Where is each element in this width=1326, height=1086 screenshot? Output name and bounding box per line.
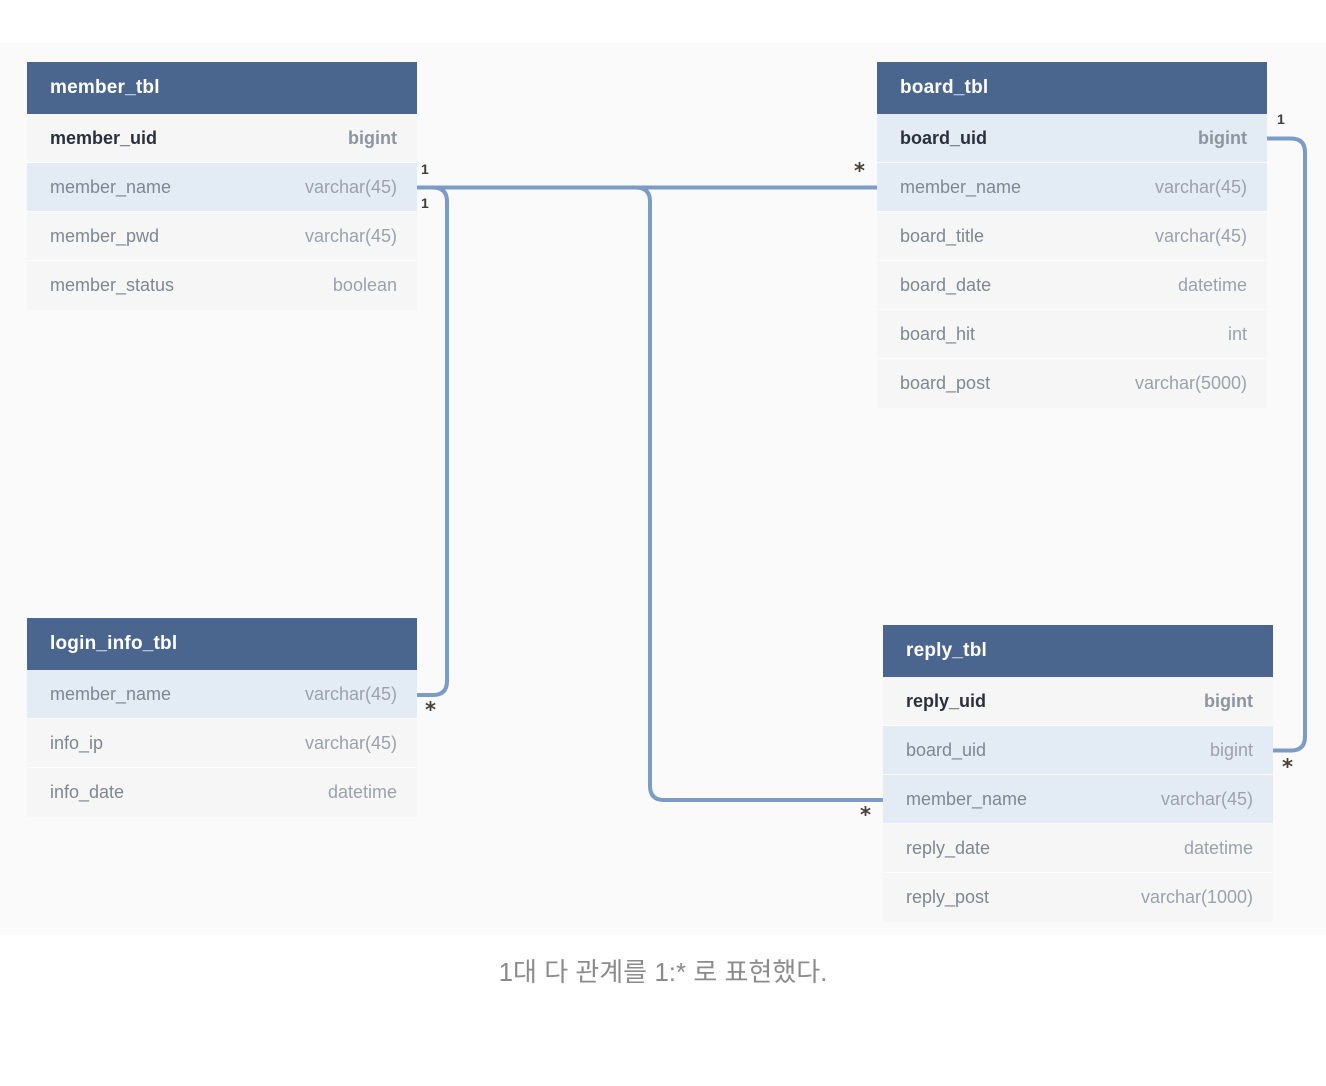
- column-name: info_ip: [50, 732, 104, 753]
- column-type: varchar(45): [304, 225, 397, 246]
- table-row: info_date datetime: [27, 768, 417, 817]
- table-reply-tbl: reply_tbl reply_uid bigint board_uid big…: [883, 625, 1273, 922]
- table-row: reply_post varchar(1000): [883, 873, 1273, 922]
- column-type: datetime: [1177, 274, 1247, 295]
- column-type: varchar(1000): [1140, 887, 1253, 907]
- column-name: member_status: [50, 275, 175, 295]
- table-row: board_title varchar(45): [877, 212, 1267, 261]
- column-name: info_date: [50, 782, 125, 802]
- column-name: board_uid: [906, 739, 987, 760]
- table-row: reply_date datetime: [883, 824, 1273, 873]
- table-title: login_info_tbl: [27, 618, 417, 670]
- table-login-info-tbl: login_info_tbl member_name varchar(45) i…: [27, 618, 417, 817]
- column-name: member_name: [906, 788, 1028, 809]
- column-type: varchar(45): [1154, 225, 1247, 246]
- table-row: member_name varchar(45): [27, 670, 417, 719]
- caption: 1대 다 관계를 1:* 로 표현했다.: [498, 957, 828, 987]
- cardinality-label-one: 1: [1277, 111, 1285, 127]
- table-row: board_uid bigint: [877, 114, 1267, 163]
- column-name: member_pwd: [50, 225, 160, 246]
- column-type: bigint: [348, 127, 397, 148]
- table-row: board_uid bigint: [883, 726, 1273, 775]
- table-row: member_name varchar(45): [883, 775, 1273, 824]
- table-row: member_uid bigint: [27, 114, 417, 163]
- table-row: reply_uid bigint: [883, 677, 1273, 726]
- table-row: member_name varchar(45): [27, 163, 417, 212]
- column-type: varchar(45): [304, 732, 397, 753]
- column-type: datetime: [1183, 837, 1253, 858]
- column-name: member_name: [900, 176, 1022, 197]
- column-name: board_post: [900, 373, 991, 393]
- column-name: board_uid: [900, 127, 988, 148]
- table-title: member_tbl: [27, 62, 417, 114]
- table-row: board_date datetime: [877, 261, 1267, 310]
- cardinality-label-one: 1: [421, 161, 429, 177]
- column-name: board_title: [900, 225, 985, 246]
- column-type: varchar(45): [304, 176, 397, 197]
- column-type: varchar(45): [304, 683, 397, 704]
- column-type: varchar(45): [1160, 788, 1253, 809]
- column-name: member_name: [50, 683, 172, 704]
- table-row: member_status boolean: [27, 261, 417, 310]
- table-member-tbl: member_tbl member_uid bigint member_name…: [27, 62, 417, 310]
- table-row: board_post varchar(5000): [877, 359, 1267, 408]
- column-name: reply_uid: [906, 690, 987, 711]
- cardinality-label-one: 1: [421, 195, 429, 211]
- column-name: board_hit: [900, 323, 976, 344]
- column-name: reply_date: [906, 837, 991, 858]
- column-type: varchar(5000): [1134, 373, 1247, 393]
- table-row: member_pwd varchar(45): [27, 212, 417, 261]
- table-title: reply_tbl: [883, 625, 1273, 677]
- table-row: info_ip varchar(45): [27, 719, 417, 768]
- cardinality-label-many: *: [854, 159, 865, 183]
- table-row: board_hit int: [877, 310, 1267, 359]
- table-title: board_tbl: [877, 62, 1267, 114]
- table-row: member_name varchar(45): [877, 163, 1267, 212]
- column-name: member_uid: [50, 127, 158, 148]
- column-type: boolean: [332, 275, 397, 295]
- column-type: bigint: [1209, 739, 1253, 760]
- column-type: bigint: [1204, 690, 1253, 711]
- cardinality-label-many: *: [860, 803, 871, 827]
- cardinality-label-many: *: [1282, 755, 1293, 779]
- column-type: bigint: [1198, 127, 1247, 148]
- column-name: member_name: [50, 176, 172, 197]
- column-name: board_date: [900, 274, 992, 295]
- table-board-tbl: board_tbl board_uid bigint member_name v…: [877, 62, 1267, 408]
- column-type: datetime: [327, 782, 397, 802]
- cardinality-label-many: *: [425, 698, 436, 722]
- column-type: varchar(45): [1154, 176, 1247, 197]
- column-name: reply_post: [906, 887, 990, 907]
- column-type: int: [1227, 323, 1247, 344]
